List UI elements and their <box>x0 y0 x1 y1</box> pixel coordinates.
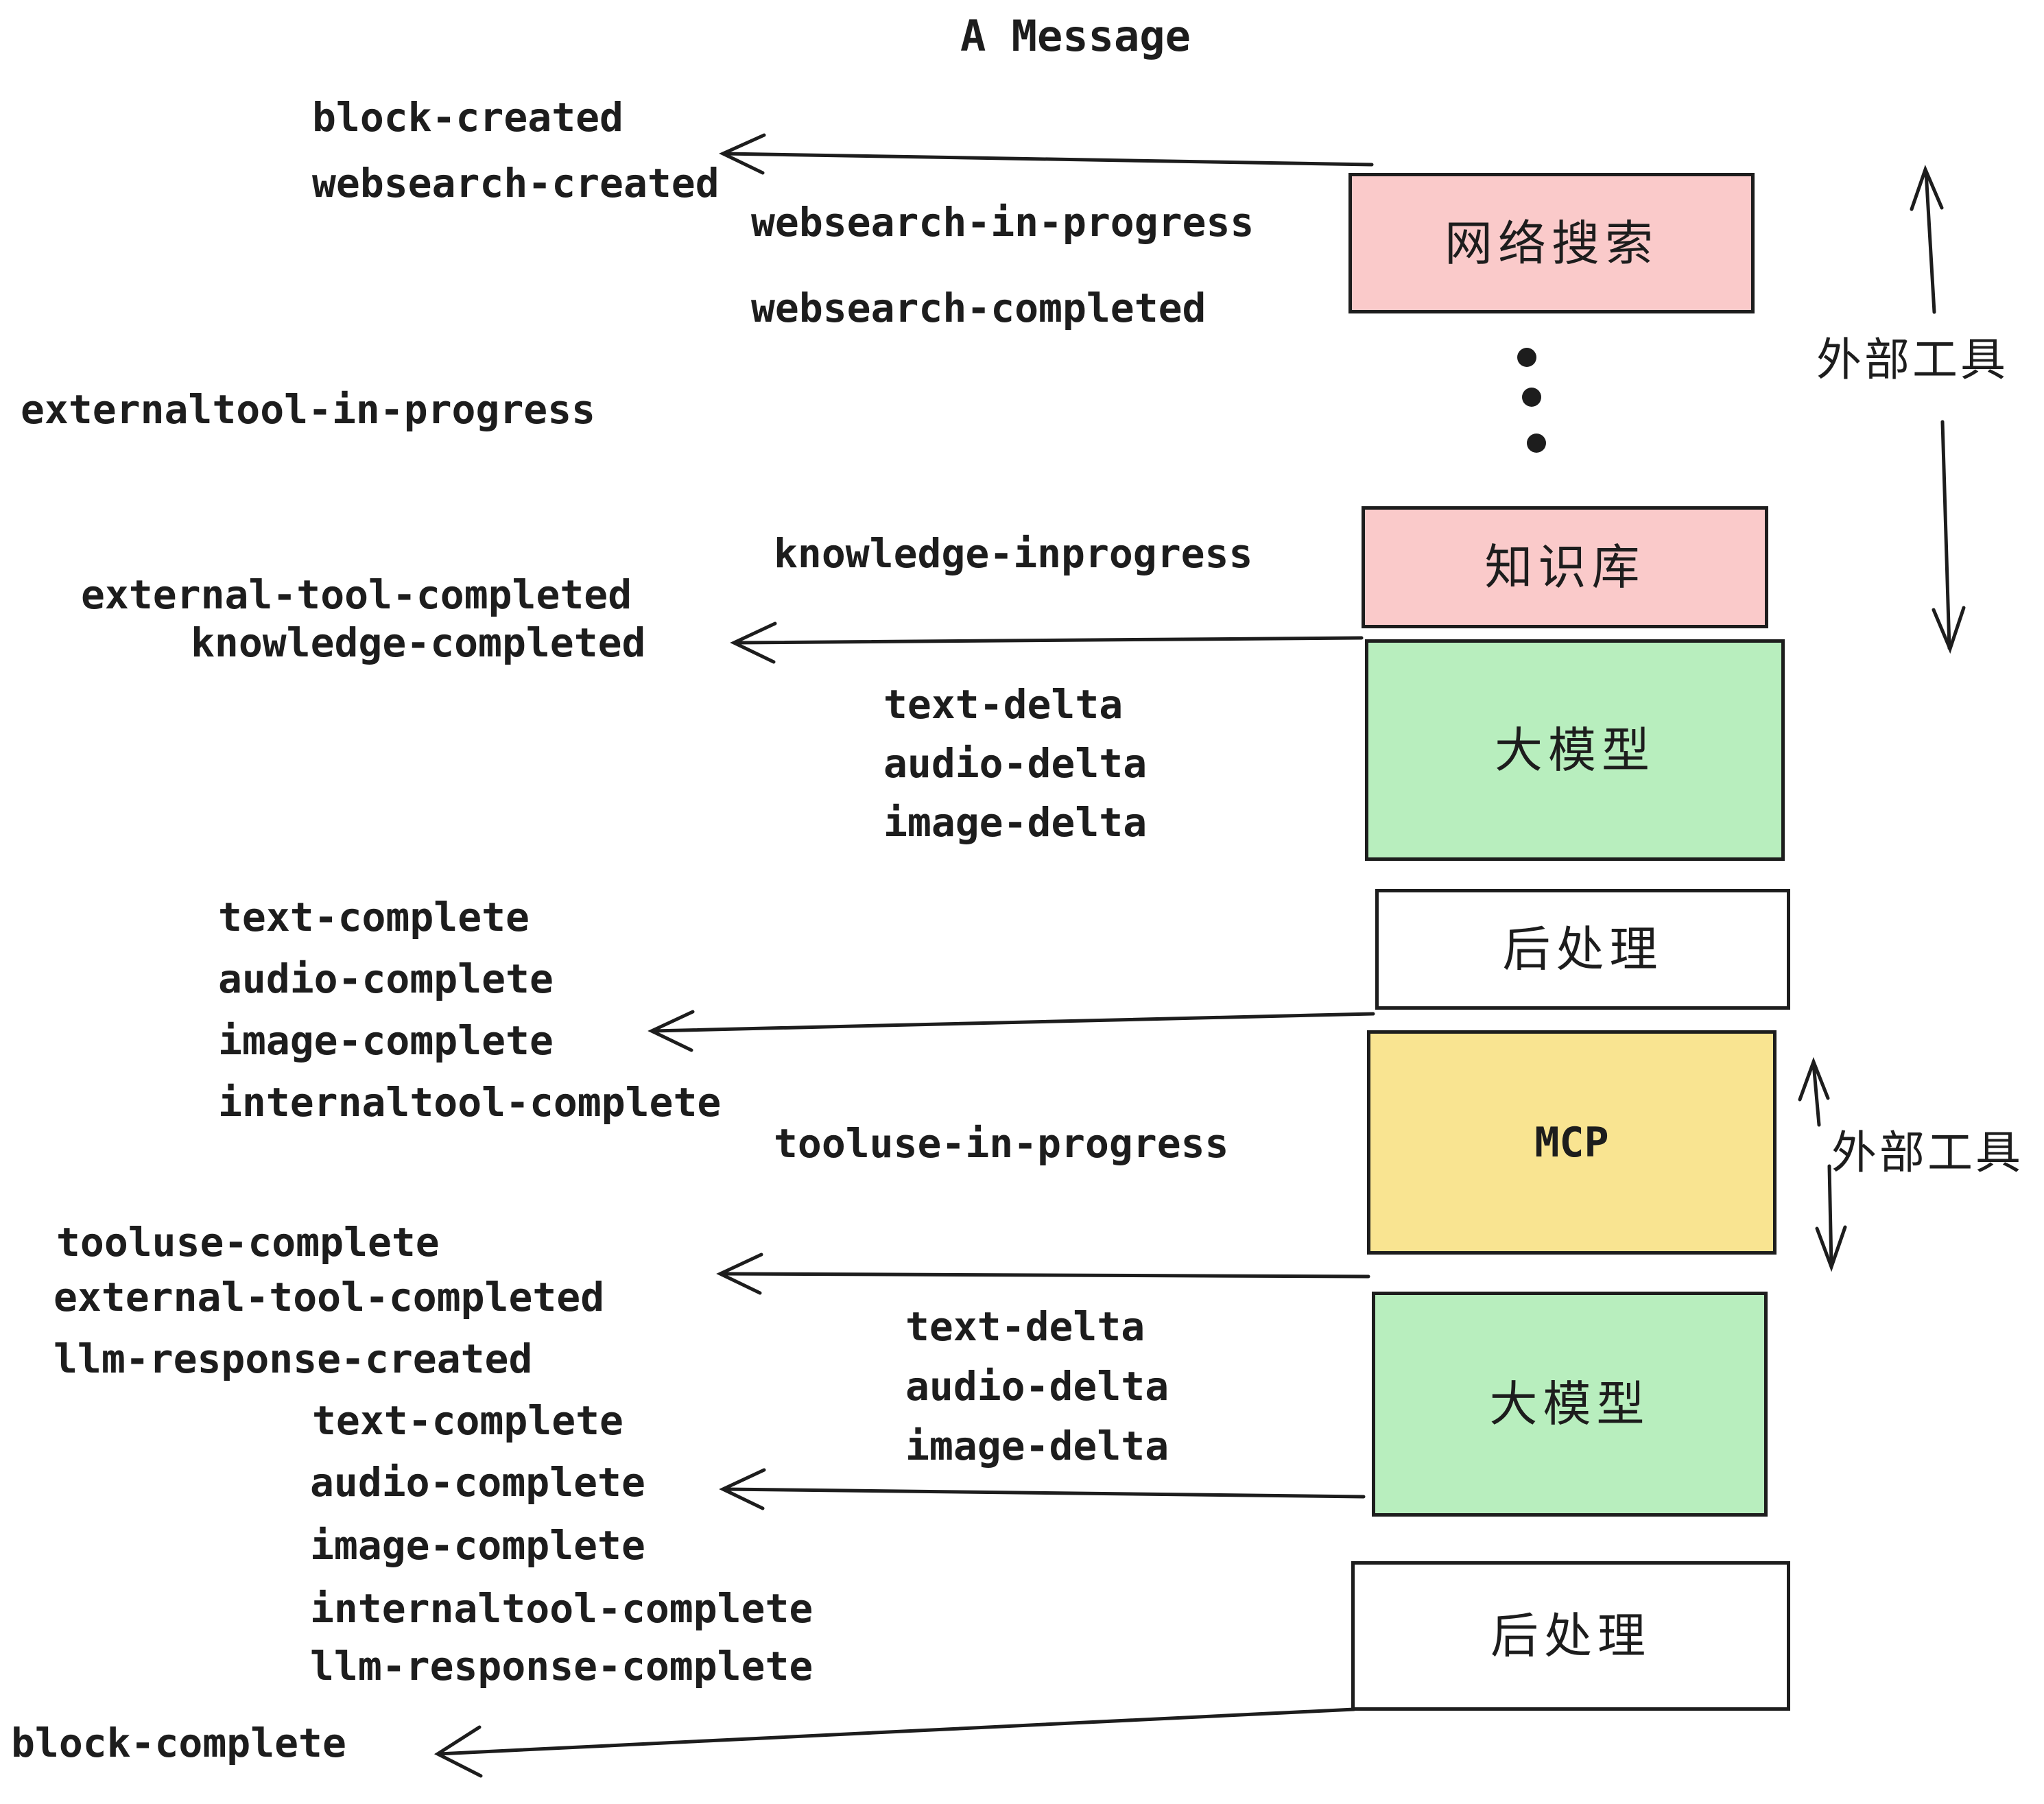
event-label-block-complete: block-complete <box>11 1720 346 1766</box>
event-label-text-complete-1: text-complete <box>218 894 530 940</box>
event-label-internaltool-complete-2: internaltool-complete <box>310 1585 813 1632</box>
event-label-text-delta-1: text-delta <box>883 681 1124 728</box>
external-tools-annotation-1: 外部工具 <box>1816 333 2008 386</box>
event-label-image-delta-1: image-delta <box>883 799 1148 846</box>
arrow-knowledge-to-knowledge-completed <box>730 621 1364 664</box>
event-label-external-tool-completed-2: external-tool-completed <box>54 1274 605 1320</box>
knowledge-box: 知识库 <box>1362 506 1768 628</box>
mcp-box: MCP <box>1367 1030 1776 1255</box>
ellipsis-dot-2 <box>1522 388 1541 407</box>
llm-box-2-label: 大模型 <box>1489 1376 1650 1432</box>
event-label-websearch-created: websearch-created <box>312 160 720 206</box>
llm-box-1: 大模型 <box>1365 639 1785 861</box>
event-label-text-complete-2: text-complete <box>312 1397 623 1444</box>
event-label-image-delta-2: image-delta <box>905 1423 1169 1469</box>
event-label-websearch-in-progress: websearch-in-progress <box>751 199 1255 246</box>
arrow-down-external-tools-1 <box>1932 420 1966 654</box>
arrow-mcp-to-tooluse-complete <box>716 1253 1370 1295</box>
event-label-knowledge-inprogress: knowledge-inprogress <box>774 530 1253 577</box>
postprocess-box-2-label: 后处理 <box>1490 1608 1651 1664</box>
websearch-box: 网络搜索 <box>1348 173 1755 313</box>
event-label-tooluse-in-progress: tooluse-in-progress <box>774 1120 1229 1167</box>
arrow-down-external-tools-2 <box>1815 1164 1847 1272</box>
event-label-llm-response-complete: llm-response-complete <box>310 1643 813 1689</box>
event-label-external-tool-completed: external-tool-completed <box>81 571 632 618</box>
event-label-internaltool-complete-1: internaltool-complete <box>218 1079 722 1126</box>
event-label-websearch-completed: websearch-completed <box>751 285 1207 331</box>
event-label-image-complete-2: image-complete <box>310 1522 645 1569</box>
event-label-audio-complete-2: audio-complete <box>310 1459 645 1506</box>
event-label-audio-complete-1: audio-complete <box>218 956 554 1002</box>
ellipsis-dot-3 <box>1527 434 1546 453</box>
arrow-postprocess1-to-image-complete <box>647 1010 1375 1052</box>
event-label-image-complete-1: image-complete <box>218 1017 554 1064</box>
postprocess-box-2: 后处理 <box>1351 1561 1790 1711</box>
knowledge-box-label: 知识库 <box>1484 539 1645 595</box>
llm-box-1-label: 大模型 <box>1495 722 1655 779</box>
ellipsis-dot-1 <box>1517 348 1536 367</box>
external-tools-annotation-2: 外部工具 <box>1831 1126 2023 1179</box>
arrow-up-external-tools-1 <box>1910 165 1944 314</box>
event-label-block-created: block-created <box>312 94 623 141</box>
event-label-text-delta-2: text-delta <box>905 1303 1145 1350</box>
arrow-postprocess2-to-block-complete <box>433 1707 1356 1778</box>
event-label-llm-response-created: llm-response-created <box>54 1336 533 1382</box>
event-label-audio-delta-1: audio-delta <box>883 740 1148 787</box>
postprocess-box-1: 后处理 <box>1375 889 1790 1010</box>
arrow-websearch-to-block-created <box>719 133 1374 175</box>
llm-box-2: 大模型 <box>1372 1292 1768 1517</box>
event-label-externaltool-in-progress: externaltool-in-progress <box>21 386 596 433</box>
arrow-up-external-tools-2 <box>1798 1056 1830 1127</box>
ellipsis-dots-icon <box>1517 348 1546 453</box>
websearch-box-label: 网络搜索 <box>1445 215 1659 272</box>
event-label-tooluse-complete: tooluse-complete <box>56 1219 440 1266</box>
postprocess-box-1-label: 后处理 <box>1502 921 1663 977</box>
event-label-audio-delta-2: audio-delta <box>905 1363 1169 1410</box>
mcp-box-label: MCP <box>1534 1118 1609 1167</box>
event-label-knowledge-completed: knowledge-completed <box>191 619 646 666</box>
diagram-title: A Message <box>960 11 1191 61</box>
arrow-llm2-to-audio-complete <box>719 1468 1366 1510</box>
